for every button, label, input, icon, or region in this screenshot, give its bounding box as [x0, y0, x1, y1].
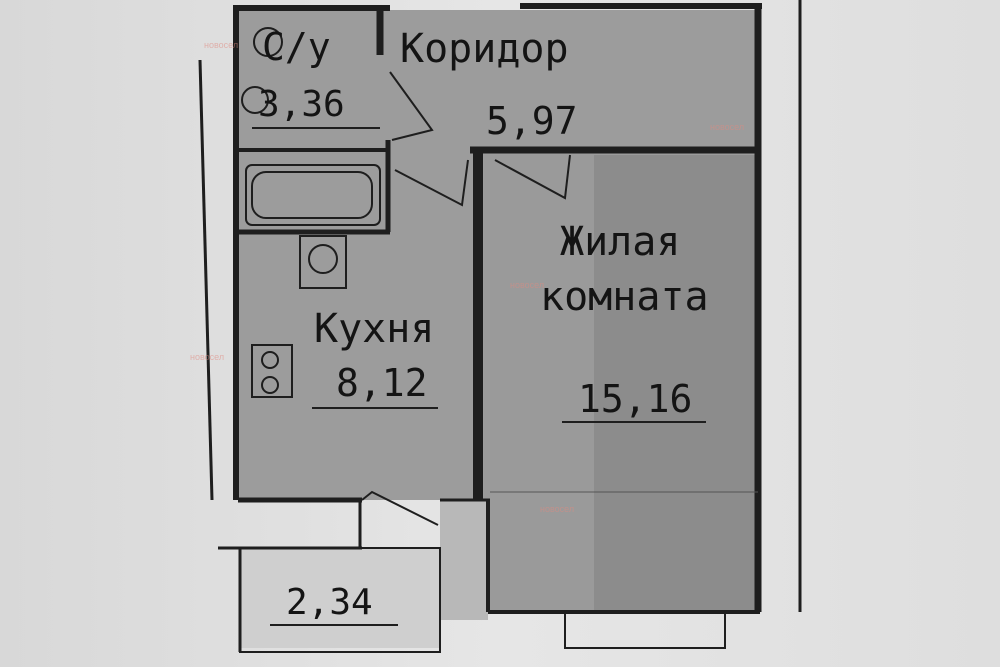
- toilet-icon: [253, 27, 283, 57]
- door-swing-balcony: [361, 490, 439, 526]
- living-room-area: 15,16: [578, 377, 692, 421]
- living-room-name-line2: комната: [540, 274, 709, 320]
- bathtub-icon: [245, 164, 381, 226]
- watermark: новосел: [510, 280, 544, 290]
- corridor-name: Коридор: [400, 26, 569, 72]
- kitchen-area: 8,12: [336, 361, 428, 405]
- watermark: новосел: [190, 352, 224, 362]
- corridor-area: 5,97: [486, 99, 578, 143]
- room-labels: С/у 3,36 Коридор 5,97 Жилая комната 15,1…: [252, 25, 709, 626]
- living-room-name-line1: Жилая: [560, 219, 680, 265]
- kitchen-name: Кухня: [314, 306, 434, 352]
- kitchen-sink-icon: [299, 235, 347, 289]
- door-swing-room: [494, 154, 571, 200]
- walls: [198, 0, 802, 653]
- watermark: новосел: [204, 40, 238, 50]
- watermark: новосел: [540, 504, 574, 514]
- door-swing-bathroom: [389, 71, 434, 141]
- room-fills: [238, 10, 758, 648]
- door-swing-kitchen: [394, 159, 469, 207]
- bathroom-name: С/у: [262, 25, 331, 69]
- balcony-area: 2,34: [286, 582, 373, 623]
- bathroom-area: 3,36: [258, 84, 345, 125]
- watermarks: новосел новосел новосел новосел новосел: [190, 40, 744, 514]
- washbasin-icon: [241, 86, 269, 114]
- watermark: новосел: [710, 122, 744, 132]
- fixtures: [241, 27, 571, 526]
- stove-icon: [251, 344, 293, 398]
